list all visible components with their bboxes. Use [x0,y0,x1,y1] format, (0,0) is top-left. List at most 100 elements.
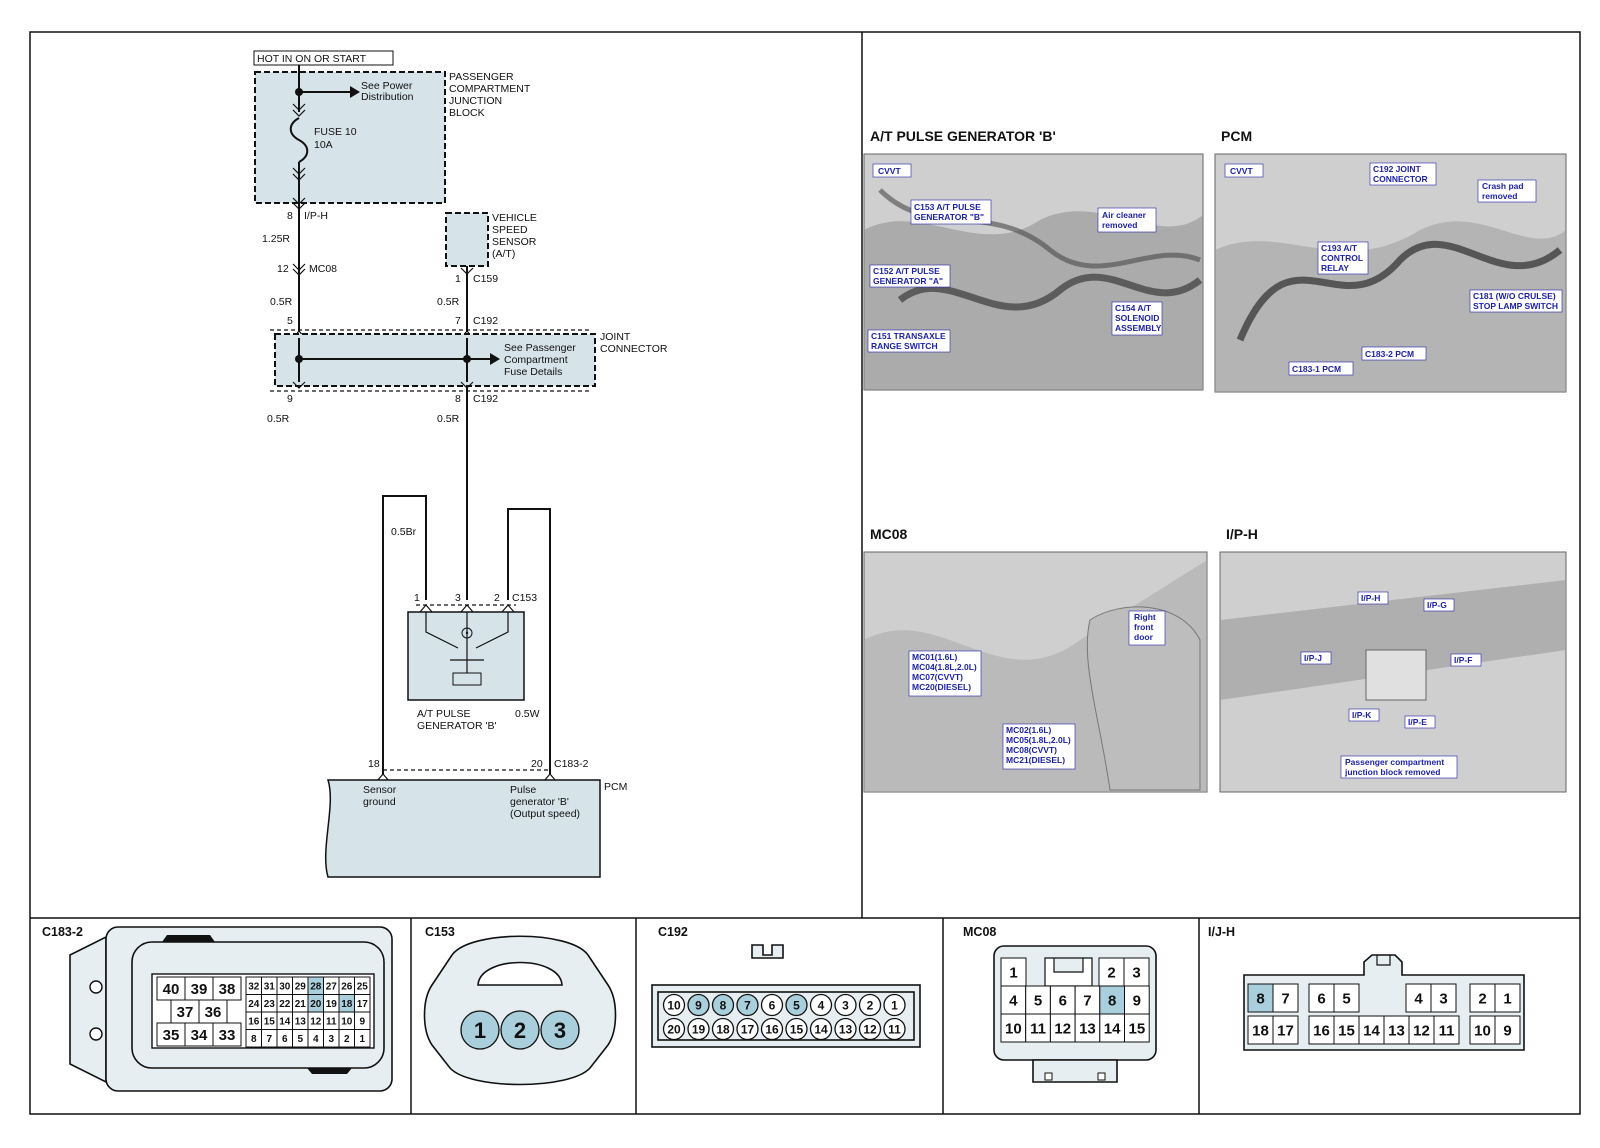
svg-text:2: 2 [1478,991,1486,1008]
svg-text:10: 10 [1474,1023,1491,1040]
pin-32: 32 [245,976,262,995]
svg-text:VEHICLE: VEHICLE [492,212,537,224]
svg-text:MC21(DIESEL): MC21(DIESEL) [1006,755,1065,765]
svg-text:33: 33 [219,1027,236,1044]
pin-19: 19 [323,994,340,1013]
pin-6: 6 [1049,985,1076,1015]
svg-text:14: 14 [1104,1021,1121,1038]
pin-33: 33 [212,1022,242,1047]
svg-text:Air cleaner: Air cleaner [1102,210,1147,220]
pin-17: 17 [1272,1015,1299,1045]
svg-text:15: 15 [264,1016,276,1027]
svg-text:0.5R: 0.5R [267,413,290,425]
svg-text:Sensor: Sensor [363,784,397,796]
pin-1: 1 [883,993,906,1017]
svg-text:12: 12 [310,1016,322,1027]
svg-text:SPEED: SPEED [492,224,528,236]
pin-1: 1 [1000,957,1027,987]
svg-text:C192 JOINT: C192 JOINT [1373,164,1422,174]
pin-13: 13 [834,1017,857,1041]
pin-8: 8 [1247,983,1274,1013]
svg-text:4: 4 [818,998,825,1012]
svg-text:18: 18 [341,999,353,1010]
svg-text:RELAY: RELAY [1321,263,1349,273]
svg-text:15: 15 [1129,1021,1146,1038]
svg-text:PCM: PCM [1221,128,1252,144]
svg-text:3: 3 [328,1034,334,1045]
svg-text:11: 11 [1439,1023,1455,1040]
svg-text:7: 7 [455,315,461,327]
svg-text:23: 23 [264,999,276,1010]
svg-text:C183-1 PCM: C183-1 PCM [1292,364,1341,374]
pin-2: 2 [1098,957,1125,987]
pin-21: 21 [292,994,309,1013]
svg-text:8: 8 [455,393,461,405]
svg-text:6: 6 [769,998,776,1012]
svg-text:MC02(1.6L): MC02(1.6L) [1006,725,1052,735]
svg-text:37: 37 [177,1004,194,1021]
pin-12: 12 [1049,1013,1076,1043]
svg-text:10: 10 [667,998,681,1012]
svg-text:5: 5 [287,315,293,327]
svg-text:34: 34 [191,1027,208,1044]
pin-10: 10 [1469,1015,1496,1045]
svg-text:PCM: PCM [604,781,627,793]
svg-text:16: 16 [765,1022,779,1036]
svg-text:GENERATOR 'B': GENERATOR 'B' [417,720,496,732]
pin-7: 7 [1272,983,1299,1013]
svg-text:28: 28 [310,981,322,992]
svg-text:I/P-F: I/P-F [1454,655,1472,665]
pin-11: 11 [1025,1013,1051,1043]
svg-text:A/T PULSE: A/T PULSE [417,708,471,720]
svg-text:21: 21 [295,999,307,1010]
svg-text:36: 36 [205,1004,222,1021]
svg-text:18: 18 [368,758,380,770]
svg-text:20: 20 [310,999,322,1010]
svg-text:MC05(1.8L,2.0L): MC05(1.8L,2.0L) [1006,735,1071,745]
svg-text:SENSOR: SENSOR [492,236,537,248]
pin-4: 4 [1000,985,1027,1015]
svg-text:11: 11 [888,1022,901,1036]
svg-text:0.5W: 0.5W [515,708,540,720]
svg-text:C192: C192 [473,393,498,405]
svg-text:2: 2 [494,592,500,604]
svg-text:8: 8 [1108,993,1116,1010]
svg-text:C183-2 PCM: C183-2 PCM [1365,349,1414,359]
svg-text:12: 12 [863,1022,877,1036]
svg-text:16: 16 [248,1016,260,1027]
pin-4: 4 [1405,983,1432,1013]
svg-text:26: 26 [341,981,353,992]
svg-text:MC08: MC08 [870,526,908,542]
svg-text:I/P-E: I/P-E [1408,717,1427,727]
pin-9: 9 [687,993,710,1017]
pin-2: 2 [1469,983,1496,1013]
svg-text:27: 27 [326,981,338,992]
svg-text:3: 3 [842,998,849,1012]
pin-12: 12 [1408,1015,1435,1045]
svg-text:removed: removed [1482,191,1517,201]
svg-text:3: 3 [1439,991,1447,1008]
svg-text:Distribution: Distribution [361,91,414,103]
svg-text:CVVT: CVVT [878,166,901,176]
svg-text:4: 4 [313,1034,319,1045]
pin-2: 2 [500,1010,540,1050]
svg-text:17: 17 [357,999,369,1010]
svg-text:12: 12 [277,263,289,275]
pcm-box [324,779,601,878]
svg-text:6: 6 [1317,991,1325,1008]
svg-text:C192: C192 [658,925,688,939]
pin-5: 5 [1025,985,1051,1015]
svg-text:7: 7 [744,998,751,1012]
pin-11: 11 [883,1017,906,1041]
pin-8: 8 [1099,985,1126,1015]
pin-14: 14 [809,1017,833,1041]
svg-text:removed: removed [1102,220,1137,230]
hot-label: HOT IN ON OR START [257,53,367,65]
pin-35: 35 [156,1022,186,1047]
svg-text:14: 14 [279,1016,291,1027]
pin-7: 7 [261,1029,278,1048]
svg-text:C193 A/T: C193 A/T [1321,243,1358,253]
